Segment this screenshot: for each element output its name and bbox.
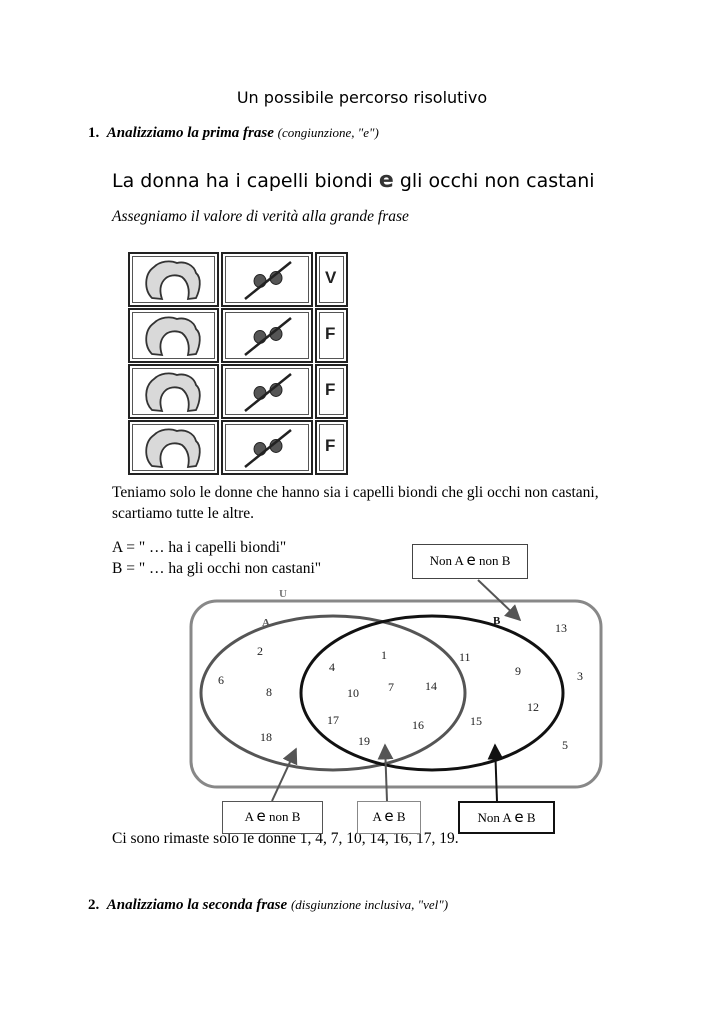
section2-note: (disgiunzione inclusiva, "vel") — [291, 897, 448, 912]
callout-a-non-b: A e non B — [222, 801, 323, 834]
venn-element-number: 15 — [470, 714, 482, 728]
callout-a-b: A e B — [357, 801, 421, 834]
section2-heading-text: Analizziamo la seconda frase — [107, 897, 287, 913]
venn-element-number: 5 — [562, 738, 568, 752]
venn-element-number: 4 — [329, 660, 335, 674]
venn-element-number: 10 — [347, 686, 359, 700]
venn-element-number: 13 — [555, 621, 567, 635]
callout-non-a-non-b: Non A e non B — [412, 544, 528, 579]
callout-middle-post: B — [397, 809, 406, 824]
callout-left-pre: A — [245, 809, 254, 824]
venn-element-number: 12 — [527, 700, 539, 714]
set-a-ellipse — [201, 616, 465, 770]
venn-element-number: 18 — [260, 730, 272, 744]
section2-number: 2. — [88, 897, 99, 913]
callout-top-post: non B — [479, 553, 510, 568]
set-a-label: A — [262, 617, 270, 629]
venn-element-number: 3 — [577, 669, 583, 683]
universe-rect — [191, 601, 601, 787]
arrow-right — [495, 745, 497, 801]
set-b-label: B — [493, 615, 501, 627]
venn-element-number: 17 — [327, 713, 339, 727]
section2-heading: 2. Analizziamo la seconda frase (disgiun… — [88, 897, 448, 914]
arrow-left — [272, 749, 296, 801]
callout-middle-pre: A — [372, 809, 381, 824]
venn-element-number: 2 — [257, 644, 263, 658]
venn-element-number: 9 — [515, 664, 521, 678]
set-b-ellipse — [301, 616, 563, 770]
venn-element-number: 14 — [425, 679, 437, 693]
callout-middle-conj: e — [384, 807, 393, 825]
callout-right-post: B — [527, 810, 536, 825]
arrow-middle — [385, 745, 387, 801]
callout-top-conj: e — [466, 551, 475, 569]
universe-label: U — [279, 588, 287, 600]
venn-element-number: 7 — [388, 680, 394, 694]
venn-element-number: 1 — [381, 648, 387, 662]
callout-left-post: non B — [269, 809, 300, 824]
callout-right-pre: Non A — [478, 810, 512, 825]
venn-element-number: 6 — [218, 673, 224, 687]
callout-top-pre: Non A — [430, 553, 464, 568]
callout-left-conj: e — [257, 807, 266, 825]
callout-non-a-b: Non A e B — [458, 801, 555, 834]
venn-element-number: 19 — [358, 734, 370, 748]
venn-element-number: 8 — [266, 685, 272, 699]
venn-element-number: 16 — [412, 718, 424, 732]
callout-right-conj: e — [514, 808, 523, 826]
venn-element-number: 11 — [459, 650, 471, 664]
